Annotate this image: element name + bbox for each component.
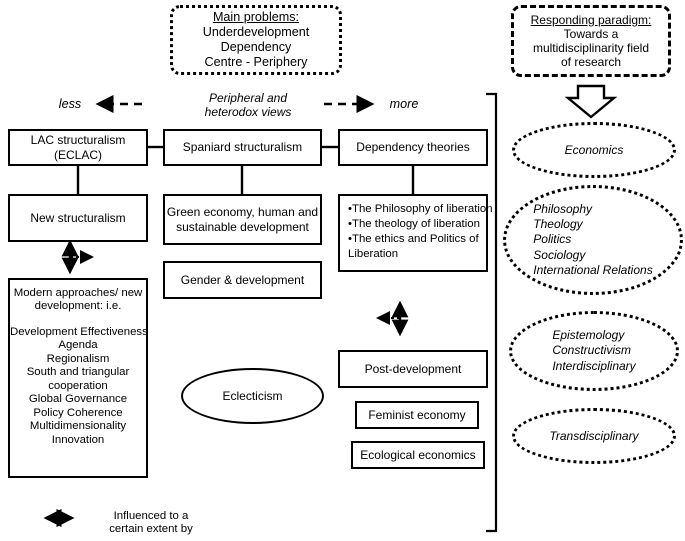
box-feminist-economy: Feminist economy: [355, 401, 479, 429]
modern-item-1: Development Effectiveness: [10, 325, 148, 338]
modern-item-7: Policy Coherence: [33, 406, 123, 419]
box-green-economy: Green economy, human and sustainable dev…: [163, 194, 322, 245]
axis-center-line-2: heterodox views: [204, 105, 292, 119]
lac-line-1: LAC structuralism: [30, 133, 126, 148]
epistemology-line-3: Interdisciplinary: [552, 358, 636, 373]
social-line-2: Theology: [533, 216, 583, 231]
axis-label-more: more: [380, 94, 428, 114]
epistemology-line-1: Epistemology: [552, 327, 625, 342]
legend: Influenced to a certain extent by: [86, 506, 216, 540]
main-problems-text: Main problems: Underdevelopment Dependen…: [199, 10, 313, 69]
ellipse-epistemology: Epistemology Constructivism Interdiscipl…: [509, 311, 679, 391]
modern-item-9: Innovation: [51, 433, 105, 446]
main-problems-heading: Main problems:: [212, 10, 300, 25]
box-modern-approaches-text: Modern approaches/ new development: i.e.…: [6, 287, 150, 447]
legend-line-1: Influenced to a: [113, 509, 189, 522]
axis-label-center-text: Peripheral and heterodox views: [201, 91, 296, 119]
ellipse-transdisciplinary-text: Transdisciplinary: [545, 429, 642, 443]
cross-arrow-right-icon: [376, 300, 409, 337]
ellipse-economics-text: Economics: [561, 143, 628, 157]
liberation-item-4: Liberation: [348, 248, 399, 261]
main-problems-line-3: Centre - Periphery: [204, 54, 308, 69]
lac-line-2: (ECLAC): [53, 147, 102, 162]
axis-label-center: Peripheral and heterodox views: [183, 88, 313, 122]
modern-heading-2: development: i.e.: [34, 300, 122, 313]
responding-paradigm-line-2: multidisciplinarity field: [532, 41, 650, 55]
axis-label-more-text: more: [389, 96, 419, 111]
box-gender-development-text: Gender & development: [180, 272, 305, 287]
responding-paradigm-box: Responding paradigm: Towards a multidisc…: [511, 5, 671, 77]
down-block-arrow-icon: [564, 84, 618, 119]
liberation-item-1: •The Philosophy of liberation: [348, 203, 493, 215]
liberation-item-2: •The theology of liberation: [348, 218, 480, 231]
ellipse-economics: Economics: [512, 122, 676, 178]
ellipse-eclecticism: Eclecticism: [181, 368, 324, 424]
cross-arrow-left-icon: [61, 239, 94, 275]
green-line-2: sustainable development: [176, 219, 309, 234]
legend-text: Influenced to a certain extent by: [105, 510, 197, 537]
box-feminist-economy-text: Feminist economy: [368, 407, 466, 422]
modern-item-3: Regionalism: [46, 352, 110, 365]
modern-item-4: South and triangular: [26, 366, 130, 379]
epistemology-line-2: Constructivism: [552, 343, 631, 358]
box-ecological-economics: Ecological economics: [351, 441, 485, 469]
liberation-item-3: •The ethics and Politics of: [348, 233, 479, 246]
modern-heading-1: Modern approaches/ new: [13, 287, 143, 299]
social-line-5: International Relations: [533, 263, 653, 278]
ellipse-social-sciences-text: Philosophy Theology Politics Sociology I…: [529, 202, 656, 279]
green-line-1: Green economy, human and: [166, 205, 319, 220]
axis-label-less-text: less: [58, 96, 82, 111]
modern-spacer: [10, 314, 146, 326]
box-lac-structuralism-text: LAC structuralism (ECLAC): [27, 133, 130, 161]
box-post-development-text: Post-development: [364, 361, 462, 376]
legend-line-2: certain extent by: [109, 523, 193, 535]
ellipse-eclecticism-text: Eclecticism: [222, 388, 283, 403]
responding-paradigm-heading: Responding paradigm:: [530, 12, 652, 27]
box-liberation-theories: •The Philosophy of liberation •The theol…: [338, 194, 493, 272]
social-line-3: Politics: [533, 232, 572, 247]
modern-item-2: Agenda: [58, 339, 98, 352]
modern-item-6: Global Governance: [28, 393, 128, 406]
box-new-structuralism: New structuralism: [8, 194, 148, 242]
main-problems-line-2: Dependency: [220, 40, 292, 54]
modern-item-8: Multidimensionality: [29, 420, 127, 433]
box-lac-structuralism: LAC structuralism (ECLAC): [8, 129, 148, 166]
axis-center-line-1: Peripheral and: [208, 90, 288, 105]
box-liberation-theories-text: •The Philosophy of liberation •The theol…: [344, 202, 497, 262]
ellipse-social-sciences: Philosophy Theology Politics Sociology I…: [503, 185, 683, 295]
transdisciplinary-line-1: Transdisciplinary: [549, 428, 639, 443]
social-line-4: Sociology: [533, 247, 586, 262]
responding-paradigm-line-1: Towards a: [563, 26, 619, 41]
box-modern-approaches: Modern approaches/ new development: i.e.…: [8, 278, 148, 478]
box-new-structuralism-text: New structuralism: [30, 210, 126, 225]
responding-paradigm-line-3: of research: [560, 55, 622, 70]
ellipse-transdisciplinary: Transdisciplinary: [512, 408, 676, 464]
box-ecological-economics-text: Ecological economics: [360, 447, 476, 462]
box-gender-development: Gender & development: [163, 261, 322, 299]
box-dependency-theories: Dependency theories: [338, 129, 488, 166]
box-post-development: Post-development: [338, 350, 488, 388]
axis-label-less: less: [48, 94, 92, 114]
economics-line-1: Economics: [564, 142, 624, 157]
box-green-economy-text: Green economy, human and sustainable dev…: [163, 205, 322, 233]
modern-item-5: cooperation: [48, 379, 108, 392]
social-line-1: Philosophy: [533, 201, 592, 216]
box-dependency-theories-text: Dependency theories: [356, 140, 470, 155]
responding-paradigm-text: Responding paradigm: Towards a multidisc…: [527, 13, 656, 70]
ellipse-epistemology-text: Epistemology Constructivism Interdiscipl…: [548, 328, 639, 375]
box-spaniard-structuralism: Spaniard structuralism: [163, 129, 322, 166]
main-problems-line-1: Underdevelopment: [202, 25, 310, 40]
main-problems-box: Main problems: Underdevelopment Dependen…: [170, 5, 342, 75]
box-spaniard-structuralism-text: Spaniard structuralism: [182, 140, 303, 155]
